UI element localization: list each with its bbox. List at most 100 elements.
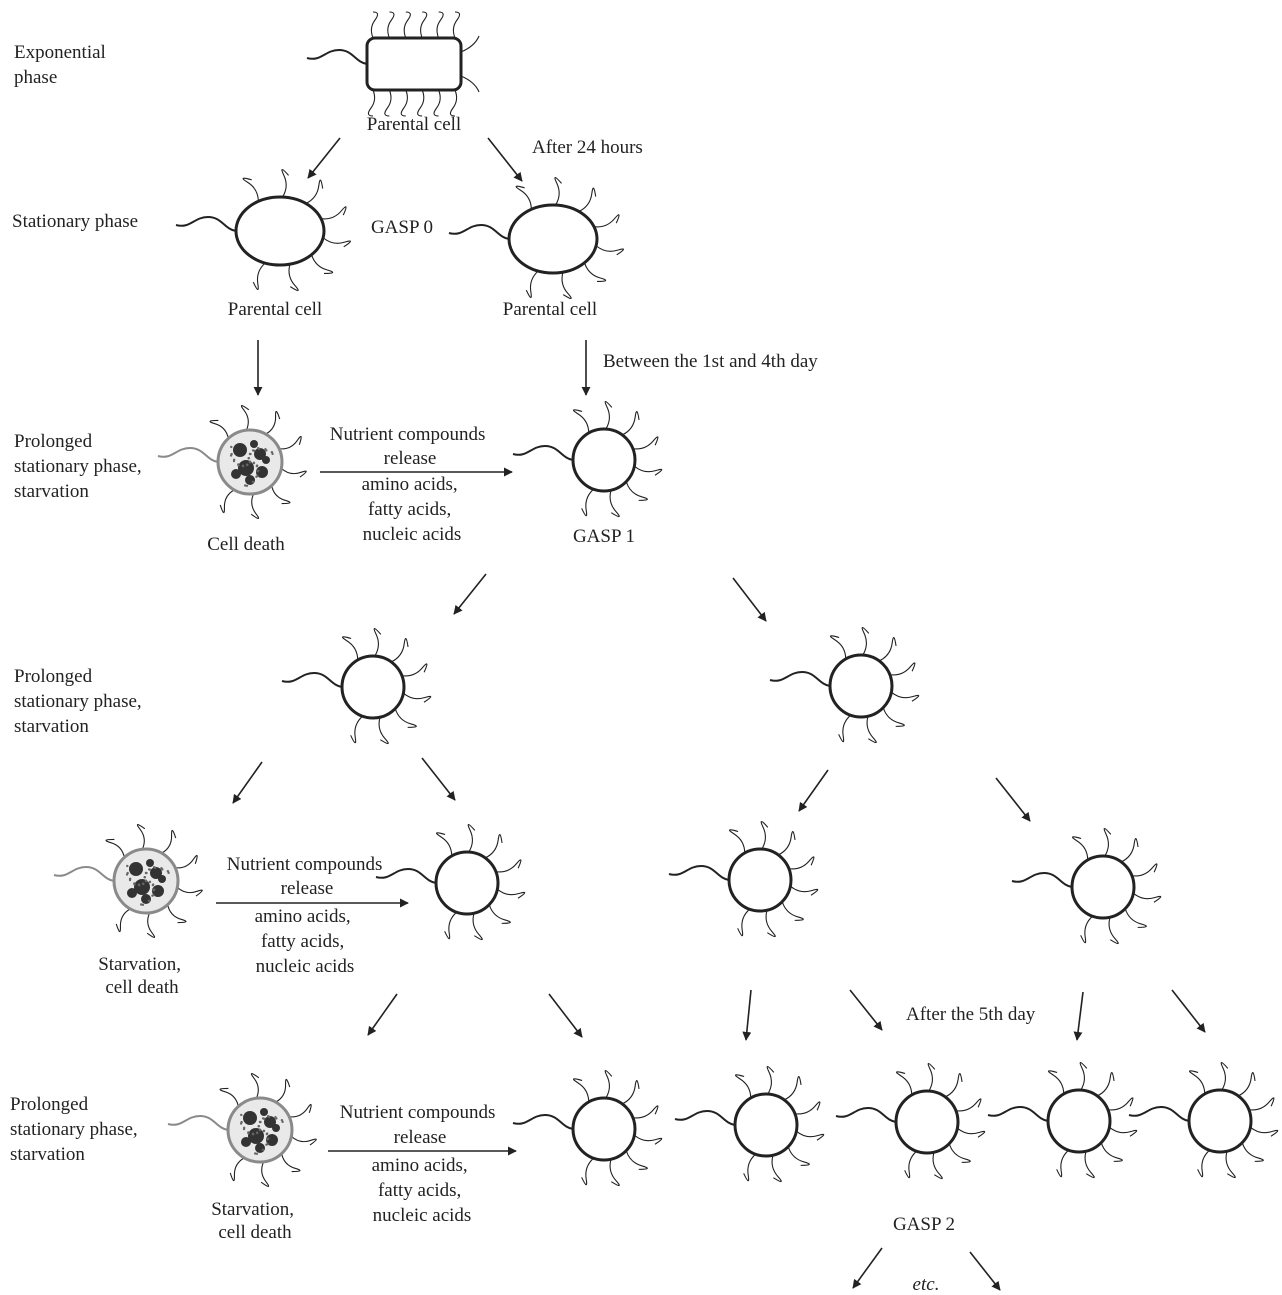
arrow-exp-to-right — [487, 137, 523, 182]
nutrient-release-2: Nutrient compounds release amino acids, … — [216, 854, 409, 977]
cell-dead-2-speckle — [151, 883, 155, 886]
label-gasp2: GASP 2 — [893, 1214, 955, 1235]
cell-b3 — [835, 1062, 986, 1180]
cell-parental-stationary-right-body — [507, 203, 599, 275]
arrow-l2-right — [421, 757, 456, 801]
cell-dead-2-speckle — [126, 864, 129, 868]
nutrient-release-2-line3: amino acids, — [255, 906, 351, 927]
cell-dead-3-speckle — [252, 1133, 255, 1136]
label-starvation-death-2: Starvation, cell death — [211, 1199, 299, 1243]
label-starvation-death-1-line1: Starvation, — [98, 954, 181, 975]
cell-dead-3-speckle — [274, 1116, 277, 1119]
cell-dead-2-speckle — [142, 882, 145, 886]
cell-dead-2-granule — [152, 885, 164, 897]
nutrient-release-1-top: Nutrient compounds release — [330, 424, 490, 469]
stage-label-prolonged-1-line1: Prolonged — [14, 431, 93, 452]
stage-label-exponential: Exponential phase — [14, 42, 111, 88]
cell-dead-2-speckle — [133, 883, 136, 886]
cell-dead-2 — [53, 824, 203, 938]
cell-b1 — [512, 1069, 663, 1187]
nutrient-release-1-line3: amino acids, — [362, 474, 458, 495]
flow-arrows — [232, 137, 1206, 1291]
cell-dead-2-speckle — [166, 869, 170, 873]
label-starvation-death-1: Starvation, cell death — [98, 954, 186, 998]
cell-dead-1-speckle — [257, 469, 260, 472]
cell-dead-1-speckle — [251, 480, 255, 483]
arrow-m3-right — [849, 989, 883, 1031]
cell-dead-1-speckle — [251, 449, 255, 452]
stage-label-exponential-line1: Exponential — [14, 42, 106, 63]
cell-r2 — [769, 626, 920, 744]
stage-label-exponential-line2: phase — [14, 67, 57, 88]
cell-dead-2-speckle — [125, 873, 129, 876]
label-after-24-hours: After 24 hours — [532, 137, 643, 158]
cell-parental-stationary-left-body — [234, 195, 326, 267]
cell-dead-3-granule — [241, 1137, 251, 1147]
nutrient-release-3-top: Nutrient compounds release — [340, 1102, 500, 1148]
cell-dead-1-granule — [238, 460, 254, 476]
cell-dead-1-granule — [262, 456, 270, 464]
cell-dead-3-granule — [243, 1111, 257, 1125]
cell-dead-2-speckle — [152, 866, 156, 869]
cell-dead-3-speckle — [258, 1128, 262, 1132]
arrow-gasp2-right — [969, 1251, 1001, 1291]
stage-label-prolonged-2: Prolonged stationary phase, starvation — [14, 666, 146, 737]
cell-b4-body — [1046, 1088, 1112, 1154]
cell-dead-2-speckle — [160, 867, 163, 870]
cell-dead-3-speckle — [253, 1152, 257, 1155]
cell-dead-2-speckle — [147, 868, 151, 871]
label-starvation-death-1-line2: cell death — [105, 977, 179, 998]
cell-dead-3-granule — [272, 1124, 280, 1132]
nutrient-release-2-line5: nucleic acids — [256, 956, 355, 977]
nutrient-release-3-line3: amino acids, — [372, 1155, 468, 1176]
cell-gasp1 — [512, 400, 663, 518]
cell-dead-3-granule — [255, 1143, 265, 1153]
nutrient-release-1: Nutrient compounds release amino acids, … — [320, 424, 513, 545]
label-between-1st-4th-day: Between the 1st and 4th day — [603, 351, 818, 372]
arrow-m3-left — [742, 989, 752, 1041]
cells-layer — [53, 11, 1279, 1187]
cell-dead-2-speckle — [144, 879, 148, 883]
cell-dead-2-speckle — [128, 878, 132, 882]
cell-m3-body — [727, 847, 793, 913]
cell-parental-stationary-left — [175, 168, 351, 292]
cell-dead-3-speckle — [267, 1137, 270, 1140]
label-cell-death: Cell death — [207, 534, 285, 555]
label-starvation-death-2-line2: cell death — [218, 1222, 292, 1243]
nutrient-release-2-top: Nutrient compounds release — [227, 854, 387, 899]
nutrient-release-2-line4: fatty acids, — [261, 931, 344, 952]
cell-dead-2-granule — [150, 867, 162, 879]
cell-dead-3-speckle — [258, 1120, 262, 1124]
cell-m3 — [668, 820, 819, 938]
arrow-gasp1-left — [453, 573, 487, 615]
nutrient-release-1-line4: fatty acids, — [368, 499, 451, 520]
cell-dead-2-speckle — [152, 893, 155, 897]
cell-dead-2-granule — [158, 875, 166, 883]
cell-dead-3-granule — [248, 1128, 264, 1144]
stage-label-prolonged-3-line1: Prolonged — [10, 1094, 89, 1115]
nutrient-release-3-line5: nucleic acids — [373, 1205, 472, 1226]
cell-dead-1-granule — [231, 469, 241, 479]
cell-l2-body — [340, 654, 406, 720]
cell-dead-3-speckle — [265, 1132, 269, 1135]
arrow-r2-left — [798, 769, 829, 812]
cell-dead-3 — [167, 1073, 317, 1187]
arrow-exp-to-left — [307, 137, 341, 179]
label-starvation-death-2-line1: Starvation, — [211, 1199, 294, 1220]
label-etc: etc. — [913, 1274, 940, 1295]
cell-dead-3-speckle — [257, 1125, 260, 1128]
cell-dead-2-granule — [141, 894, 151, 904]
cell-dead-3-speckle — [247, 1132, 250, 1135]
arrow-r3-left — [1073, 991, 1084, 1041]
cell-parental-stationary-right — [448, 176, 624, 300]
label-after-5th-day: After the 5th day — [906, 1004, 1036, 1025]
nutrient-release-3-bottom: amino acids, fatty acids, nucleic acids — [372, 1155, 473, 1226]
stage-label-stationary: Stationary phase — [12, 211, 138, 232]
cell-dead-3-speckle — [255, 1152, 259, 1156]
cell-dead-1-speckle — [237, 464, 240, 467]
nutrient-release-3-line2: release — [394, 1127, 447, 1148]
cell-dead-2-granule — [127, 888, 137, 898]
label-gasp0: GASP 0 — [371, 217, 433, 238]
cell-dead-1-granule — [245, 475, 255, 485]
nutrient-release-1-line5: nucleic acids — [363, 524, 462, 545]
